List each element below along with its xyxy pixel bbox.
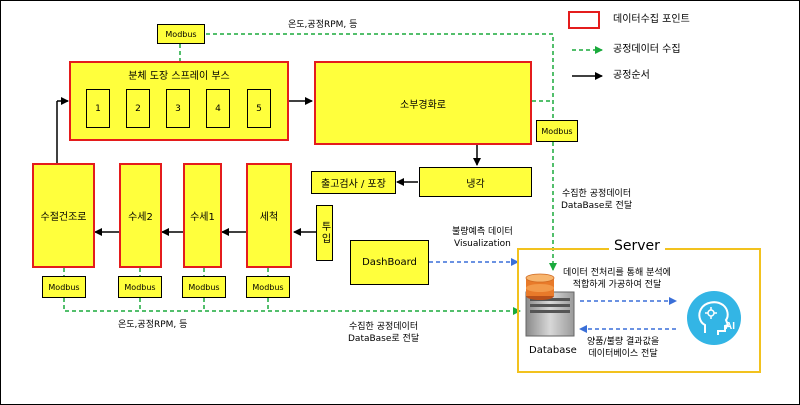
dashboard: DashBoard — [350, 240, 429, 285]
bottom-collect-label: 수집한 공정데이터 DataBase로 전달 — [348, 322, 420, 344]
server-flow-lines — [429, 258, 677, 333]
input-station: 투입 — [316, 205, 333, 261]
ai-head-icon: AI — [687, 291, 741, 345]
modbus-right: Modbus — [536, 120, 578, 142]
wash-2: 수세2 — [119, 163, 162, 268]
legend-collect-point: 데이터수집 포인트 — [613, 14, 690, 25]
booth-slot-3: 3 — [166, 89, 190, 128]
cooling: 냉각 — [419, 167, 532, 197]
inspection-packing: 출고검사 / 포장 — [311, 171, 396, 194]
modbus-cleaning: Modbus — [246, 276, 290, 298]
preprocess-note: 데이터 전처리를 통해 분석에 적합하게 가공하여 전달 — [563, 268, 671, 290]
process-order-arrows — [56, 97, 481, 236]
booth-slot-1: 1 — [86, 89, 110, 128]
cleaning: 세척 — [246, 163, 292, 268]
database-label: Database — [529, 345, 577, 356]
process-data-lines — [63, 33, 557, 315]
ai-icon-label: AI — [725, 321, 735, 332]
booth-slot-4: 4 — [206, 89, 230, 128]
modbus-top: Modbus — [157, 24, 205, 44]
database-icon — [525, 273, 575, 337]
bottom-params-label: 온도,공정RPM, 등 — [118, 320, 188, 330]
modbus-wash-2: Modbus — [118, 276, 162, 298]
spray-booth-label: 분체 도장 스프레이 부스 — [128, 71, 230, 82]
server-title: Server — [609, 238, 665, 254]
wash-1: 수세1 — [183, 163, 222, 268]
right-collect-label: 수집한 공정데이터 DataBase로 전달 — [561, 189, 633, 211]
top-params-label: 온도,공정RPM, 등 — [288, 20, 358, 30]
legend-process-data: 공정데이터 수집 — [613, 44, 681, 55]
legend-red-swatch — [568, 11, 600, 29]
booth-slot-2: 2 — [126, 89, 150, 128]
curing-oven: 소부경화로 — [314, 61, 532, 145]
modbus-dry-oven: Modbus — [42, 276, 86, 298]
booth-slot-5: 5 — [247, 89, 271, 128]
legend-process-order: 공정순서 — [613, 70, 650, 81]
result-note: 양품/불량 결과값을 데이터베이스 전달 — [587, 337, 660, 359]
modbus-wash-1: Modbus — [182, 276, 226, 298]
dashboard-note: 불량예측 데이터 Visualization — [452, 227, 513, 249]
dry-oven: 수절건조로 — [32, 163, 95, 268]
